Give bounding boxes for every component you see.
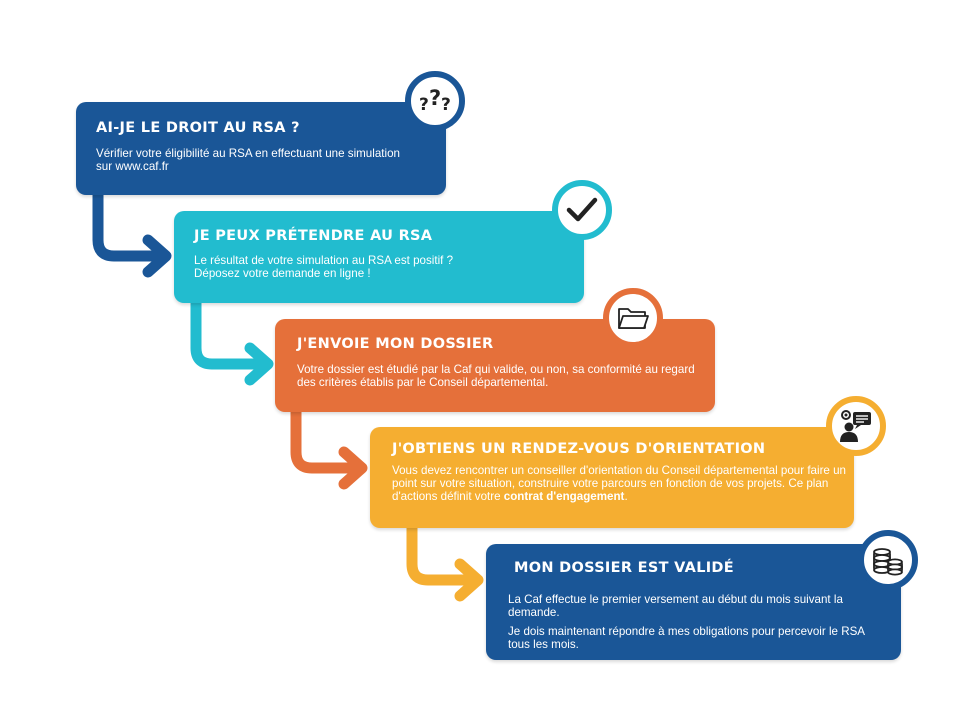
step-4-text-end: . <box>624 490 628 503</box>
step-1-text: Vérifier votre éligibilité au RSA en eff… <box>96 147 400 173</box>
step-5-badge <box>858 530 918 590</box>
coins-icon <box>873 548 903 576</box>
step-3-text: Votre dossier est étudié par la Caf qui … <box>297 363 695 389</box>
connector-1-2 <box>92 189 172 278</box>
step-5-card: MON DOSSIER EST VALIDÉ La Caf effectue l… <box>486 544 901 660</box>
step-2-title: JE PEUX PRÉTENDRE AU RSA <box>194 228 433 244</box>
connector-4-5 <box>406 522 484 602</box>
step-1-card: AI-JE LE DROIT AU RSA ? Vérifier votre é… <box>76 102 446 195</box>
step-3-title: J'ENVOIE MON DOSSIER <box>297 336 494 352</box>
step-2-text-line-2: Déposez votre demande en ligne ! <box>194 267 371 280</box>
step-4-text-main: Vous devez rencontrer un conseiller d'or… <box>392 464 847 503</box>
step-4-badge <box>826 396 886 456</box>
svg-text:?: ? <box>441 95 451 115</box>
connector-2-3 <box>190 297 274 386</box>
advisor-chat-icon <box>840 410 871 442</box>
step-4-card: J'OBTIENS UN RENDEZ-VOUS D'ORIENTATION V… <box>370 427 854 528</box>
step-2-text-line-1: Le résultat de votre simulation au RSA e… <box>194 254 454 267</box>
folder-icon <box>618 308 649 329</box>
step-5-title: MON DOSSIER EST VALIDÉ <box>514 560 734 576</box>
step-2-card: JE PEUX PRÉTENDRE AU RSA Le résultat de … <box>174 211 584 303</box>
step-2-text: Le résultat de votre simulation au RSA e… <box>194 254 554 280</box>
question-marks-icon: ? ? ? <box>419 86 451 115</box>
step-3-badge <box>603 288 663 348</box>
step-1-title: AI-JE LE DROIT AU RSA ? <box>96 120 300 136</box>
svg-text:?: ? <box>429 86 441 110</box>
connector-3-4 <box>290 406 368 490</box>
step-4-text-bold: contrat d'engagement <box>503 490 625 503</box>
step-2-badge <box>552 180 612 240</box>
step-4-text: Vous devez rencontrer un conseiller d'or… <box>392 464 847 503</box>
step-5-text-1: La Caf effectue le premier versement au … <box>508 593 843 619</box>
checkmark-icon <box>566 197 598 222</box>
step-4-title: J'OBTIENS UN RENDEZ-VOUS D'ORIENTATION <box>392 441 766 457</box>
step-1-badge: ? ? ? <box>405 71 465 131</box>
step-5-text-2: Je dois maintenant répondre à mes obliga… <box>508 625 865 651</box>
svg-text:?: ? <box>419 95 429 115</box>
